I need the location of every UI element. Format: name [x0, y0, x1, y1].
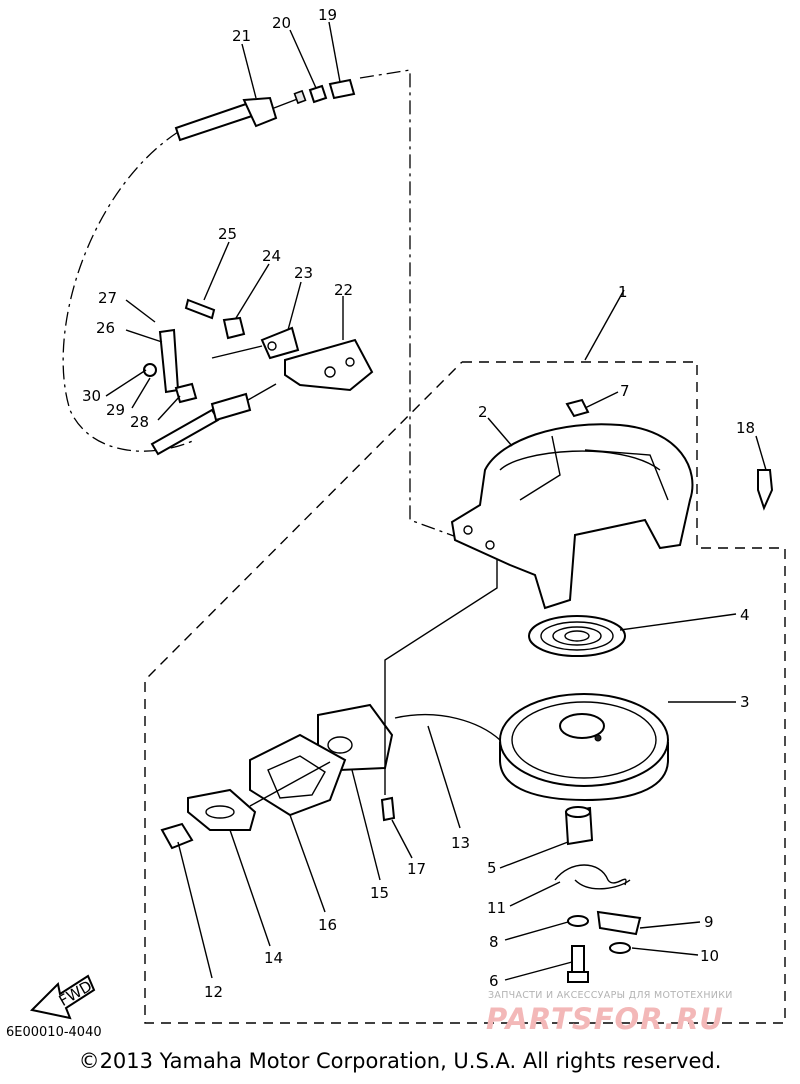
- copyright-notice: ©2013 Yamaha Motor Corporation, U.S.A. A…: [78, 1049, 722, 1073]
- callout-14: 14: [264, 949, 283, 967]
- callout-15: 15: [370, 884, 389, 902]
- callout-25: 25: [218, 225, 237, 243]
- callout-11: 11: [487, 899, 506, 917]
- callout-2: 2: [478, 403, 488, 421]
- callout-5: 5: [487, 859, 497, 877]
- callout-13: 13: [451, 834, 470, 852]
- callout-10: 10: [700, 947, 719, 965]
- callout-17: 17: [407, 860, 426, 878]
- callout-28: 28: [130, 413, 149, 431]
- callout-labels: 1 2 3 4 5 6 7 8 9 10 11 12 13 14 15 16 1…: [82, 6, 755, 1001]
- callout-22: 22: [334, 281, 353, 299]
- starter-handle-assembly: [160, 703, 394, 850]
- watermark-subtitle: ЗАПЧАСТИ И АКСЕССУАРЫ ДЛЯ МОТОТЕХНИКИ: [488, 990, 733, 1001]
- callout-26: 26: [96, 319, 115, 337]
- callout-12: 12: [204, 983, 223, 1001]
- callout-7: 7: [620, 382, 630, 400]
- assembly-group-outline: [144, 361, 786, 1024]
- callout-20: 20: [272, 14, 291, 32]
- callout-18: 18: [736, 419, 755, 437]
- small-parts: [380, 796, 642, 983]
- diagram-code: 6E00010-4040: [6, 1025, 102, 1040]
- watermark-logo: PARTSFOR.RU: [486, 1002, 724, 1036]
- callout-6: 6: [489, 972, 499, 990]
- callout-27: 27: [98, 289, 117, 307]
- leader-lines: [105, 21, 767, 981]
- callout-24: 24: [262, 247, 281, 265]
- callout-19: 19: [318, 6, 337, 24]
- throttle-linkage: [143, 298, 374, 456]
- spiral-spring: [528, 615, 626, 657]
- callout-4: 4: [740, 606, 750, 624]
- callout-29: 29: [106, 401, 125, 419]
- callout-8: 8: [489, 933, 499, 951]
- callout-21: 21: [232, 27, 251, 45]
- throttle-cable-upper: [174, 78, 356, 142]
- fwd-arrow-icon: FWD: [29, 974, 96, 1020]
- callout-9: 9: [704, 913, 714, 931]
- callout-23: 23: [294, 264, 313, 282]
- callout-30: 30: [82, 387, 101, 405]
- callout-16: 16: [318, 916, 337, 934]
- callout-1: 1: [618, 283, 628, 301]
- callout-3: 3: [740, 693, 750, 711]
- starter-case: [450, 398, 774, 610]
- sheave-drum: [394, 693, 669, 802]
- cable-routing-line: [62, 69, 466, 541]
